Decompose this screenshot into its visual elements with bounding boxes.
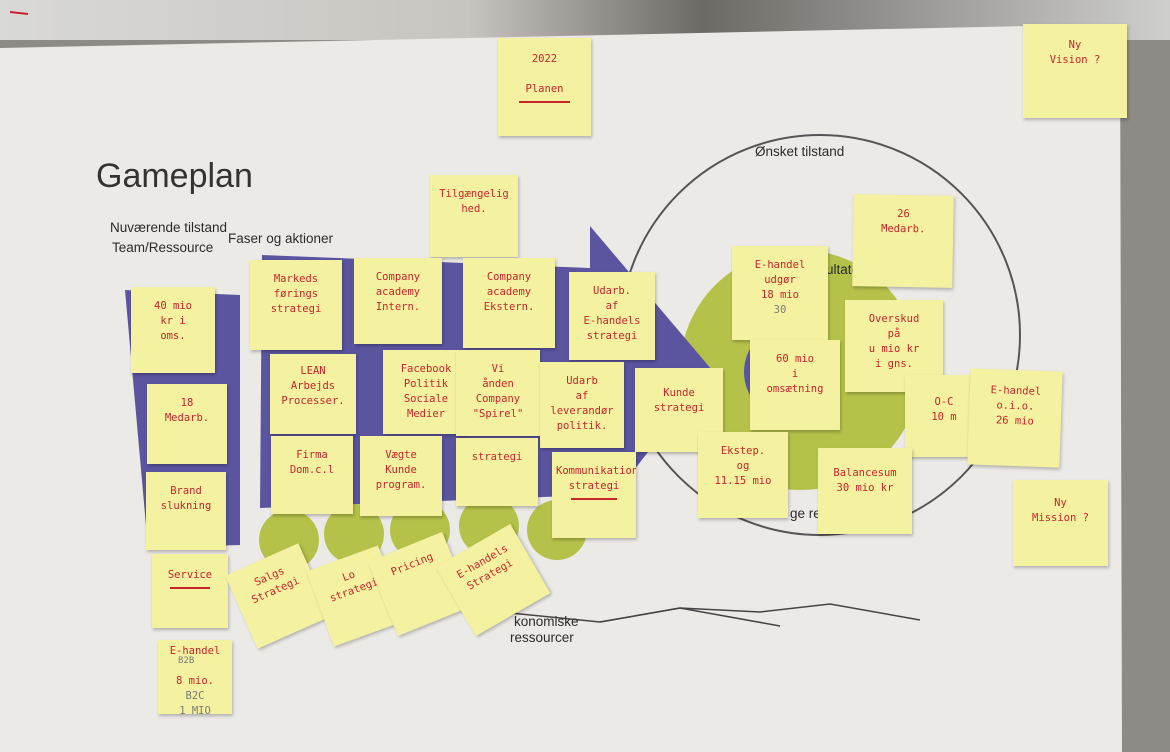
corner-mark <box>9 11 29 15</box>
sticky-note[interactable]: Company academy Ekstern. <box>463 258 555 348</box>
underline <box>169 587 211 589</box>
sticky-note[interactable]: Markeds førings strategi <box>250 260 342 350</box>
sticky-note[interactable]: Kommunikation strategi <box>552 452 636 538</box>
sticky-note[interactable]: Ekstep. og 11.15 mio <box>698 432 788 518</box>
economic-line-2 <box>599 603 921 623</box>
sticky-note[interactable]: Udarb af leverandør politik. <box>540 362 624 448</box>
sticky-note[interactable]: LEAN Arbejds Processer. <box>270 354 356 434</box>
board-title: Gameplan <box>96 157 253 195</box>
sticky-note[interactable]: Service <box>152 554 228 628</box>
sticky-note[interactable]: 40 mio kr i oms. <box>131 287 215 373</box>
sticky-note[interactable]: Udarb. af E-handels strategi <box>569 272 655 360</box>
sticky-note[interactable]: Vi ånden Company "Spirel" <box>456 350 540 436</box>
underline <box>519 101 570 103</box>
sticky-note[interactable]: Vægte Kunde program. <box>360 436 442 516</box>
current-state-label-line2: Team/Ressource <box>112 240 214 255</box>
sticky-note[interactable]: E-handel o.i.o. 26 mio <box>967 368 1063 468</box>
underline <box>571 498 617 500</box>
economic-label-line1: konomiske <box>514 614 579 629</box>
sticky-note[interactable]: Firma Dom.c.l <box>271 436 353 514</box>
sticky-note[interactable]: strategi <box>456 438 538 506</box>
b2b-note-text: B2B <box>178 656 195 666</box>
sticky-note[interactable]: 60 mio i omsætning <box>750 340 840 430</box>
sticky-note[interactable]: 18 Medarb. <box>147 384 227 464</box>
desired-state-label: Ønsket tilstand <box>755 144 845 159</box>
current-state-label-line1: Nuværende tilstand <box>110 220 228 235</box>
sticky-note[interactable]: Ny Mission ? <box>1013 480 1108 566</box>
sticky-note[interactable]: Tilgængelig hed. <box>430 175 518 257</box>
sticky-note[interactable]: 26 Medarb. <box>852 194 954 288</box>
phases-label: Faser og aktioner <box>228 231 334 246</box>
sticky-note[interactable]: Ny Vision ? <box>1023 24 1127 118</box>
sticky-note[interactable]: E-handel 8 mio.B2C 1 MIO <box>158 640 232 714</box>
sticky-note[interactable]: Company academy Intern. <box>354 258 442 344</box>
economic-label-line2: ressourcer <box>510 630 574 645</box>
sticky-note[interactable]: Facebook Politik Sociale Medier <box>383 350 469 434</box>
sticky-note[interactable]: Brand slukning <box>146 472 226 550</box>
sticky-note[interactable]: Balancesum 30 mio kr <box>818 448 912 534</box>
sticky-note[interactable]: 2022 Planen <box>498 38 591 136</box>
